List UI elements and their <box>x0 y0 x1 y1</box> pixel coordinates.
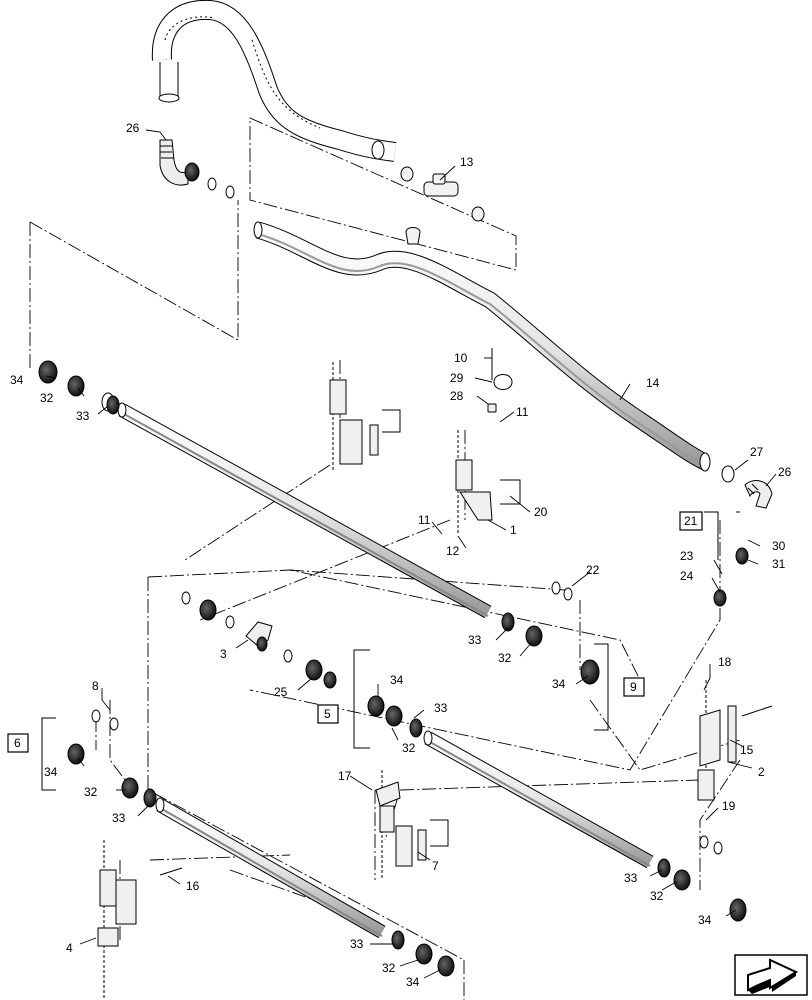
callout-34f: 34 <box>406 975 420 989</box>
callout-28: 28 <box>450 389 464 403</box>
upper-hose <box>151 0 397 162</box>
kit-box-5 <box>317 704 339 724</box>
callout-33e: 33 <box>624 871 638 885</box>
callout-34c: 34 <box>390 673 404 687</box>
next-page-arrow-icon[interactable] <box>734 954 808 996</box>
callout-11b: 11 <box>418 513 431 527</box>
callout-33: 33 <box>76 409 90 423</box>
boom-tube-1 <box>117 402 492 619</box>
callout-30: 30 <box>772 539 786 553</box>
callout-2: 2 <box>758 765 765 779</box>
kit-boxes: 5 6 9 21 <box>7 511 703 753</box>
callout-31: 31 <box>772 557 786 571</box>
kit-label-9: 9 <box>630 680 637 694</box>
leader-lines <box>45 129 777 979</box>
tee-fitting <box>400 166 485 245</box>
callout-33c: 33 <box>434 701 448 715</box>
callout-7: 7 <box>432 859 439 873</box>
elbow-part-3 <box>245 621 273 652</box>
kit-label-21: 21 <box>684 514 698 528</box>
callout-33d: 33 <box>112 811 126 825</box>
callout-4: 4 <box>66 941 73 955</box>
callout-29: 29 <box>450 371 464 385</box>
callout-32f: 32 <box>382 961 396 975</box>
callout-32e: 32 <box>650 889 664 903</box>
callout-1: 1 <box>510 523 517 537</box>
boom-tube-3 <box>155 797 386 939</box>
callout-26b: 26 <box>778 465 792 479</box>
callout-34: 34 <box>10 373 24 387</box>
callout-32c: 32 <box>402 741 416 755</box>
boom-tube-2 <box>423 730 654 869</box>
callout-27: 27 <box>750 445 764 459</box>
kit-box-21 <box>679 511 703 531</box>
kit-box-9 <box>623 677 645 697</box>
callout-15: 15 <box>740 743 754 757</box>
callout-32: 32 <box>40 391 54 405</box>
elbow-fitting-right <box>744 480 773 509</box>
callout-25: 25 <box>274 685 288 699</box>
callout-34b: 34 <box>552 677 566 691</box>
callout-13: 13 <box>460 155 474 169</box>
callout-26: 26 <box>126 121 140 135</box>
callout-11: 11 <box>516 405 529 419</box>
callout-numbers: 26 13 10 29 28 11 14 27 26 30 31 23 24 1… <box>10 121 792 989</box>
callout-32b: 32 <box>498 651 512 665</box>
callout-34e: 34 <box>698 913 712 927</box>
callout-23: 23 <box>680 549 694 563</box>
callout-22: 22 <box>586 563 600 577</box>
callout-17: 17 <box>338 769 352 783</box>
callout-19: 19 <box>722 799 736 813</box>
callout-33b: 33 <box>468 633 482 647</box>
callout-16: 16 <box>186 879 200 893</box>
callout-8: 8 <box>92 679 99 693</box>
kit-label-6: 6 <box>14 736 21 750</box>
kit-box-6 <box>7 733 29 753</box>
callout-24: 24 <box>680 569 694 583</box>
callout-33f: 33 <box>350 937 364 951</box>
callout-12: 12 <box>446 544 460 558</box>
main-tube <box>253 221 711 472</box>
elbow-fitting-left <box>159 139 189 186</box>
callout-34d: 34 <box>44 765 58 779</box>
callout-32d: 32 <box>84 785 98 799</box>
brackets <box>97 348 773 1000</box>
couplers <box>38 162 749 977</box>
callout-3: 3 <box>220 647 227 661</box>
kit-label-5: 5 <box>324 707 331 721</box>
callout-10: 10 <box>454 351 468 365</box>
callout-20: 20 <box>534 505 548 519</box>
kit-brackets <box>41 511 740 791</box>
callout-14: 14 <box>646 376 660 390</box>
callout-18: 18 <box>718 655 732 669</box>
